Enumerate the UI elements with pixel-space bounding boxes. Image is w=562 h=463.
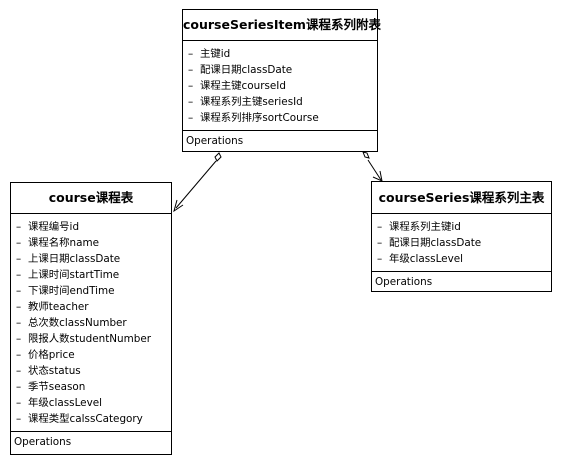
- visibility-marker: –: [377, 221, 383, 233]
- attribute-label: 课程系列主键id: [389, 221, 461, 233]
- attribute-row: –年级classLevel: [16, 395, 171, 411]
- attribute-row: –上课日期classDate: [16, 251, 171, 267]
- attribute-row: –主键id: [188, 46, 377, 62]
- attribute-row: –配课日期classDate: [377, 235, 551, 251]
- attribute-label: 价格price: [28, 349, 75, 361]
- visibility-marker: –: [16, 269, 22, 281]
- visibility-marker: –: [377, 253, 383, 265]
- attribute-label: 课程系列主键seriesId: [200, 96, 303, 108]
- attribute-label: 课程系列排序sortCourse: [200, 112, 319, 124]
- attribute-row: –课程系列主键id: [377, 219, 551, 235]
- visibility-marker: –: [188, 64, 194, 76]
- attribute-row: –季节season: [16, 379, 171, 395]
- visibility-marker: –: [16, 253, 22, 265]
- visibility-marker: –: [16, 333, 22, 345]
- visibility-marker: –: [16, 381, 22, 393]
- attribute-row: –教师teacher: [16, 299, 171, 315]
- visibility-marker: –: [16, 237, 22, 249]
- attribute-label: 年级classLevel: [389, 253, 464, 265]
- link-item-to-series: [362, 151, 383, 182]
- attribute-label: 限报人数studentNumber: [28, 333, 152, 345]
- visibility-marker: –: [16, 301, 22, 313]
- visibility-marker: –: [16, 317, 22, 329]
- visibility-marker: –: [16, 413, 22, 425]
- attribute-row: –状态status: [16, 363, 171, 379]
- visibility-marker: –: [16, 285, 22, 297]
- attribute-label: 年级classLevel: [28, 397, 103, 409]
- class-course[interactable]: course课程表 –课程编号id –课程名称name –上课日期classDa…: [10, 182, 172, 455]
- visibility-marker: –: [16, 397, 22, 409]
- operations-compartment: Operations: [14, 436, 72, 448]
- attribute-row: –课程主键courseId: [188, 78, 377, 94]
- attribute-label: 上课时间startTime: [28, 269, 120, 281]
- class-course-series-item[interactable]: courseSeriesItem课程系列附表 –主键id –配课日期classD…: [182, 9, 381, 152]
- visibility-marker: –: [16, 349, 22, 361]
- attribute-label: 总次数classNumber: [28, 317, 127, 329]
- class-course-series[interactable]: courseSeries课程系列主表 –课程系列主键id –配课日期classD…: [371, 181, 552, 292]
- attribute-label: 教师teacher: [28, 301, 89, 313]
- attribute-row: –课程类型calssCategory: [16, 411, 171, 427]
- arrowhead-course: [173, 199, 184, 213]
- attribute-label: 下课时间endTime: [28, 285, 115, 297]
- operations-compartment: Operations: [186, 135, 244, 147]
- visibility-marker: –: [188, 96, 194, 108]
- attribute-label: 配课日期classDate: [200, 64, 293, 76]
- attribute-row: –年级classLevel: [377, 251, 551, 267]
- operations-compartment: Operations: [375, 276, 433, 288]
- visibility-marker: –: [188, 48, 194, 60]
- visibility-marker: –: [188, 112, 194, 124]
- attribute-label: 课程名称name: [28, 237, 100, 249]
- visibility-marker: –: [16, 221, 22, 233]
- attribute-row: –课程名称name: [16, 235, 171, 251]
- attribute-label: 课程主键courseId: [200, 80, 286, 92]
- aggregation-diamond-item-course: [214, 152, 222, 162]
- attribute-list: –主键id –配课日期classDate –课程主键courseId –课程系列…: [183, 41, 377, 131]
- attribute-label: 上课日期classDate: [28, 253, 121, 265]
- attribute-row: –限报人数studentNumber: [16, 331, 171, 347]
- visibility-marker: –: [377, 237, 383, 249]
- link-item-to-course: [173, 152, 222, 213]
- attribute-list: –课程编号id –课程名称name –上课日期classDate –上课时间st…: [11, 214, 171, 432]
- attribute-row: –上课时间startTime: [16, 267, 171, 283]
- attribute-label: 配课日期classDate: [389, 237, 482, 249]
- attribute-row: –课程编号id: [16, 219, 171, 235]
- attribute-label: 状态status: [28, 365, 81, 377]
- attribute-row: –配课日期classDate: [188, 62, 377, 78]
- aggregation-diamond-item-series: [362, 151, 370, 159]
- attribute-row: –总次数classNumber: [16, 315, 171, 331]
- attribute-row: –价格price: [16, 347, 171, 363]
- attribute-row: –下课时间endTime: [16, 283, 171, 299]
- attribute-label: 课程类型calssCategory: [28, 413, 143, 425]
- attribute-row: –课程系列主键seriesId: [188, 94, 377, 110]
- class-title: courseSeries课程系列主表: [372, 182, 551, 214]
- attribute-label: 课程编号id: [28, 221, 80, 233]
- attribute-label: 季节season: [28, 381, 86, 393]
- attribute-row: –课程系列排序sortCourse: [188, 110, 377, 126]
- class-title: course课程表: [11, 183, 171, 214]
- attribute-label: 主键id: [200, 48, 231, 60]
- visibility-marker: –: [16, 365, 22, 377]
- visibility-marker: –: [188, 80, 194, 92]
- attribute-list: –课程系列主键id –配课日期classDate –年级classLevel: [372, 214, 551, 272]
- class-title: courseSeriesItem课程系列附表: [183, 10, 381, 41]
